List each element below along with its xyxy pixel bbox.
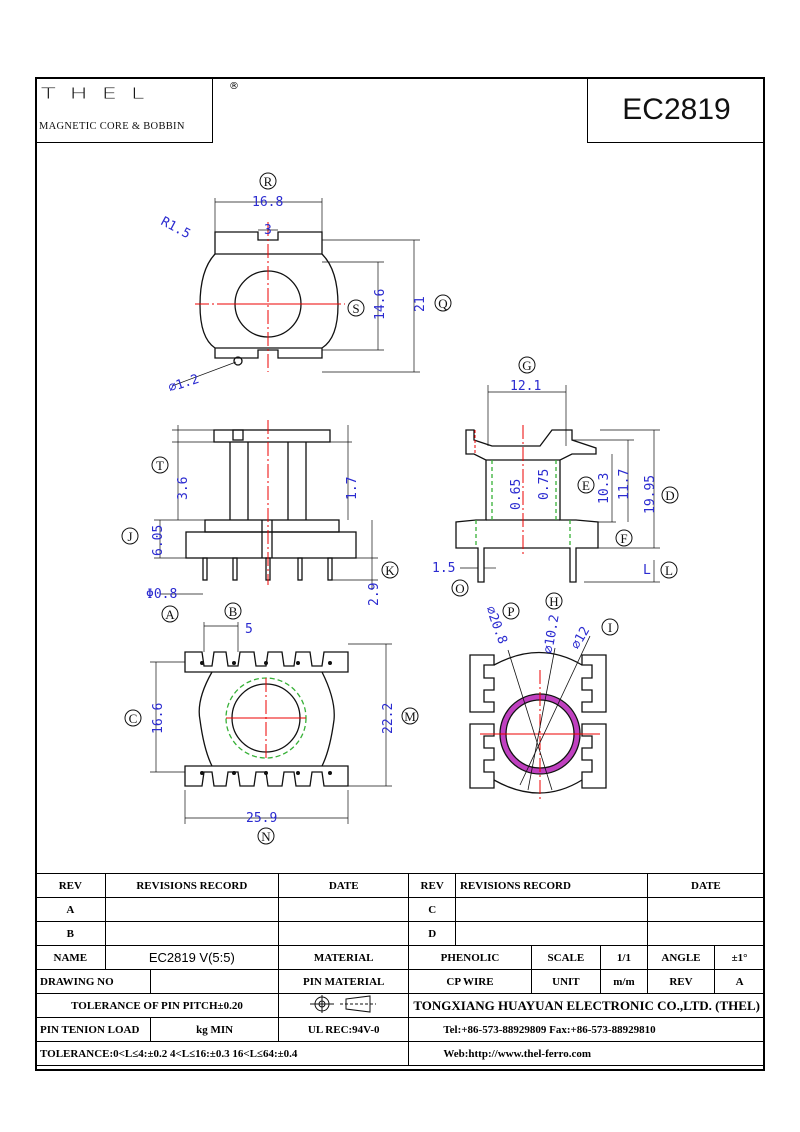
dim-bottom-m: 22.2 xyxy=(381,703,396,734)
rev-d: D xyxy=(408,921,456,946)
dim-bottom-c: 16.6 xyxy=(151,703,166,734)
dim-slot-width: 3 xyxy=(264,223,272,238)
rev-c: C xyxy=(408,897,456,922)
callout-d: D xyxy=(665,488,674,503)
callout-h: H xyxy=(549,594,558,609)
callout-q: Q xyxy=(438,296,448,311)
dim-side-j: 6.05 xyxy=(151,525,166,556)
pin-tension-unit: kg MIN xyxy=(150,1017,280,1042)
projection-icon xyxy=(309,995,376,1013)
pin-tension-label: PIN TENION LOAD xyxy=(34,1017,152,1042)
dim-front-d: 19.95 xyxy=(643,475,658,514)
scale-label: SCALE xyxy=(530,945,602,970)
dim-top-width: 16.8 xyxy=(252,195,283,210)
unit-label: UNIT xyxy=(530,969,602,994)
logo-wordmark: THEL xyxy=(41,85,159,103)
callout-p: P xyxy=(507,604,514,619)
dim-side-t: 3.6 xyxy=(176,477,191,500)
callout-i: I xyxy=(608,620,612,635)
contact-info: Tel:+86-573-88929809 Fax:+86-573-8892981… xyxy=(408,1017,765,1042)
date-header: DATE xyxy=(278,873,410,898)
tolerance-table: TOLERANCE:0<L≤4:±0.2 4<L≤16:±0.3 16<L≤64… xyxy=(34,1041,410,1066)
angle-value: ±1° xyxy=(714,945,765,970)
scale-value: 1/1 xyxy=(600,945,648,970)
bottom-view xyxy=(184,651,349,787)
dim-front-o: 1.5 xyxy=(432,561,455,576)
part-number: EC2819 xyxy=(587,77,765,143)
dim-side-k: 2.9 xyxy=(367,583,382,606)
unit-value: m/m xyxy=(600,969,648,994)
callout-circles xyxy=(121,172,679,845)
registered-mark: ® xyxy=(229,81,239,92)
dim-bottom-b: 5 xyxy=(245,622,253,637)
dim-corner-radius: R1.5 xyxy=(158,214,193,242)
material-label: MATERIAL xyxy=(278,945,410,970)
side-view xyxy=(185,420,357,585)
callout-s: S xyxy=(352,301,359,316)
rev-b: B xyxy=(35,921,106,946)
drawing-frame xyxy=(35,77,765,1071)
callout-g: G xyxy=(522,358,531,373)
callout-l: L xyxy=(665,563,673,578)
rev-label: REV xyxy=(646,969,716,994)
dim-hole-dia: ⌀1.2 xyxy=(167,372,201,396)
dim-side-17: 1.7 xyxy=(345,477,360,500)
callout-r: R xyxy=(264,174,273,189)
dimension-lines xyxy=(150,198,660,824)
callout-o: O xyxy=(455,581,464,596)
front-view xyxy=(455,425,599,583)
callout-n: N xyxy=(261,829,271,844)
date-header-2: DATE xyxy=(646,873,766,898)
rev-value: A xyxy=(714,969,765,994)
callout-j: J xyxy=(127,529,132,544)
dim-front-065: 0.65 xyxy=(509,479,524,510)
dim-front-117: 11.7 xyxy=(617,469,632,500)
angle-label: ANGLE xyxy=(646,945,716,970)
callout-a: A xyxy=(165,607,175,622)
dim-circle-h: ⌀10.2 xyxy=(541,614,563,655)
logo-subtitle: MAGNETIC CORE & BOBBIN xyxy=(39,121,185,132)
tolerance-pitch: TOLERANCE OF PIN PITCH±0.20 xyxy=(34,993,280,1018)
dim-inner-height: 14.6 xyxy=(373,289,388,320)
name-label: NAME xyxy=(35,945,106,970)
projection-symbol xyxy=(278,993,410,1018)
website: Web:http://www.thel-ferro.com xyxy=(408,1041,765,1066)
name-value: EC2819 V(5:5) xyxy=(104,945,280,970)
logo-box: THEL ® MAGNETIC CORE & BOBBIN xyxy=(35,77,239,143)
rev-header: REV xyxy=(35,873,106,898)
ul-rec: UL REC:94V-0 xyxy=(278,1017,410,1042)
rev-header-2: REV xyxy=(408,873,456,898)
callout-m: M xyxy=(404,709,416,724)
dim-pin-dia: Φ0.8 xyxy=(146,587,177,602)
callout-f: F xyxy=(620,531,627,546)
rev-a: A xyxy=(35,897,106,922)
revisions-header-2: REVISIONS RECORD xyxy=(454,873,648,898)
dim-front-l: L xyxy=(643,563,651,578)
company-name: TONGXIANG HUAYUAN ELECTRONIC CO.,LTD. (T… xyxy=(408,993,765,1018)
callout-t: T xyxy=(156,458,164,473)
end-view xyxy=(469,635,607,800)
revisions-header: REVISIONS RECORD xyxy=(104,873,280,898)
top-view xyxy=(195,222,345,372)
dim-bottom-n: 25.9 xyxy=(246,811,277,826)
drawing-no-label: DRAWING NO xyxy=(34,969,152,994)
callout-k: K xyxy=(385,563,395,578)
callout-c: C xyxy=(129,711,138,726)
pin-material-label: PIN MATERIAL xyxy=(278,969,410,994)
dim-circle-i: ⌀12 xyxy=(568,624,593,652)
dim-circle-p: ⌀20.8 xyxy=(482,604,509,646)
callout-e: E xyxy=(582,478,590,493)
dim-front-e: 10.3 xyxy=(597,473,612,504)
cp-wire: CP WIRE xyxy=(408,969,532,994)
title-block: REV REVISIONS RECORD DATE REV REVISIONS … xyxy=(34,873,766,1066)
dim-front-g: 12.1 xyxy=(510,379,541,394)
dim-front-075: 0.75 xyxy=(537,469,552,500)
dim-outer-height: 21 xyxy=(413,296,428,312)
material-value: PHENOLIC xyxy=(408,945,532,970)
callout-b: B xyxy=(229,604,238,619)
